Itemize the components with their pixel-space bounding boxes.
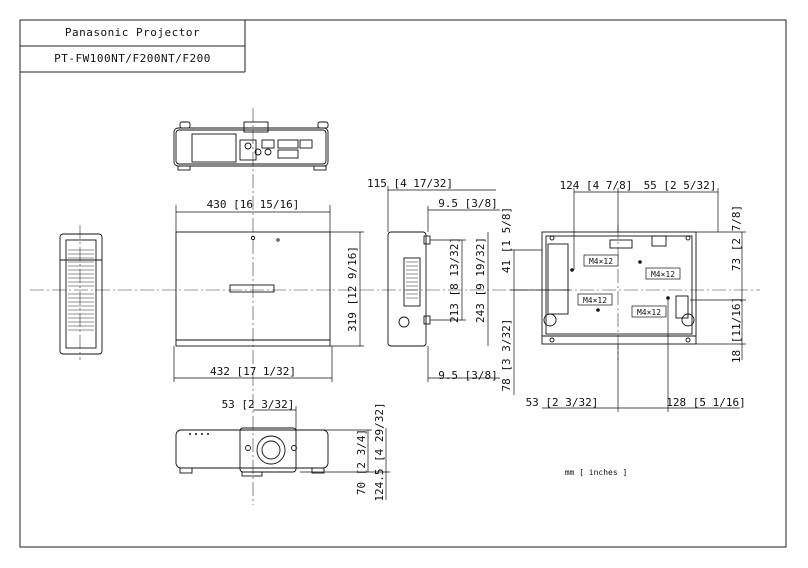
- bottom-view-dims: [510, 188, 746, 412]
- screw-label-4: M4×12: [637, 308, 661, 317]
- front-indicators: [189, 433, 209, 435]
- top-view: [175, 231, 331, 347]
- right-side-view: [387, 231, 431, 347]
- top-width-dim: [175, 205, 331, 232]
- dim-height: 319 [12 9/16]: [346, 246, 359, 332]
- depth-dims: [387, 186, 500, 382]
- screw-points: [570, 260, 670, 312]
- dim-offset-bottom: 9.5 [3/8]: [438, 369, 498, 382]
- title-block: Panasonic Projector PT-FW100NT/F200NT/F2…: [20, 20, 245, 72]
- dim-213: 213 [8 13/32]: [448, 237, 461, 323]
- dim-70: 70 [2 3/4]: [355, 429, 368, 495]
- dim-124: 124 [4 7/8]: [560, 179, 633, 192]
- screw-label-1: M4×12: [589, 257, 613, 266]
- dim-78: 78 [3 3/32]: [500, 319, 513, 392]
- front-view: [175, 427, 329, 477]
- screw-label-2: M4×12: [651, 270, 675, 279]
- dim-53-front: 53 [2 3/32]: [222, 398, 295, 411]
- dim-41: 41 [1 5/8]: [500, 207, 513, 273]
- rear-view: [173, 121, 329, 171]
- sheet-border: [19, 19, 787, 548]
- dim-depth: 115 [4 17/32]: [367, 177, 453, 190]
- dim-top-width: 430 [16 15/16]: [207, 198, 300, 211]
- bottom-view: [541, 231, 697, 345]
- screw-label-3: M4×12: [583, 296, 607, 305]
- height-dim: [330, 231, 364, 347]
- dim-124-5: 124.5 [4 29/32]: [373, 402, 386, 501]
- dim-55: 55 [2 5/32]: [644, 179, 717, 192]
- center-lines: [30, 108, 760, 505]
- dim-128: 128 [5 1/16]: [666, 396, 745, 409]
- dim-offset-top: 9.5 [3/8]: [438, 197, 498, 210]
- units-note: mm [ inches ]: [565, 468, 628, 477]
- dim-53-right: 53 [2 3/32]: [526, 396, 599, 409]
- dim-bottom-width: 432 [17 1/32]: [210, 365, 296, 378]
- title-models: PT-FW100NT/F200NT/F200: [54, 52, 211, 65]
- title-brand: Panasonic Projector: [64, 26, 201, 39]
- right-grille: [406, 261, 418, 299]
- dim-73: 73 [2 7/8]: [730, 205, 743, 271]
- dim-243: 243 [9 19/32]: [474, 237, 487, 323]
- bottom-width-dim: [173, 346, 333, 382]
- dim-18: 18 [11/16]: [730, 297, 743, 363]
- screw-label-boxes: [577, 254, 681, 318]
- left-side-view: [59, 233, 103, 355]
- left-grille: [68, 249, 94, 331]
- front-view-dims: [253, 406, 390, 500]
